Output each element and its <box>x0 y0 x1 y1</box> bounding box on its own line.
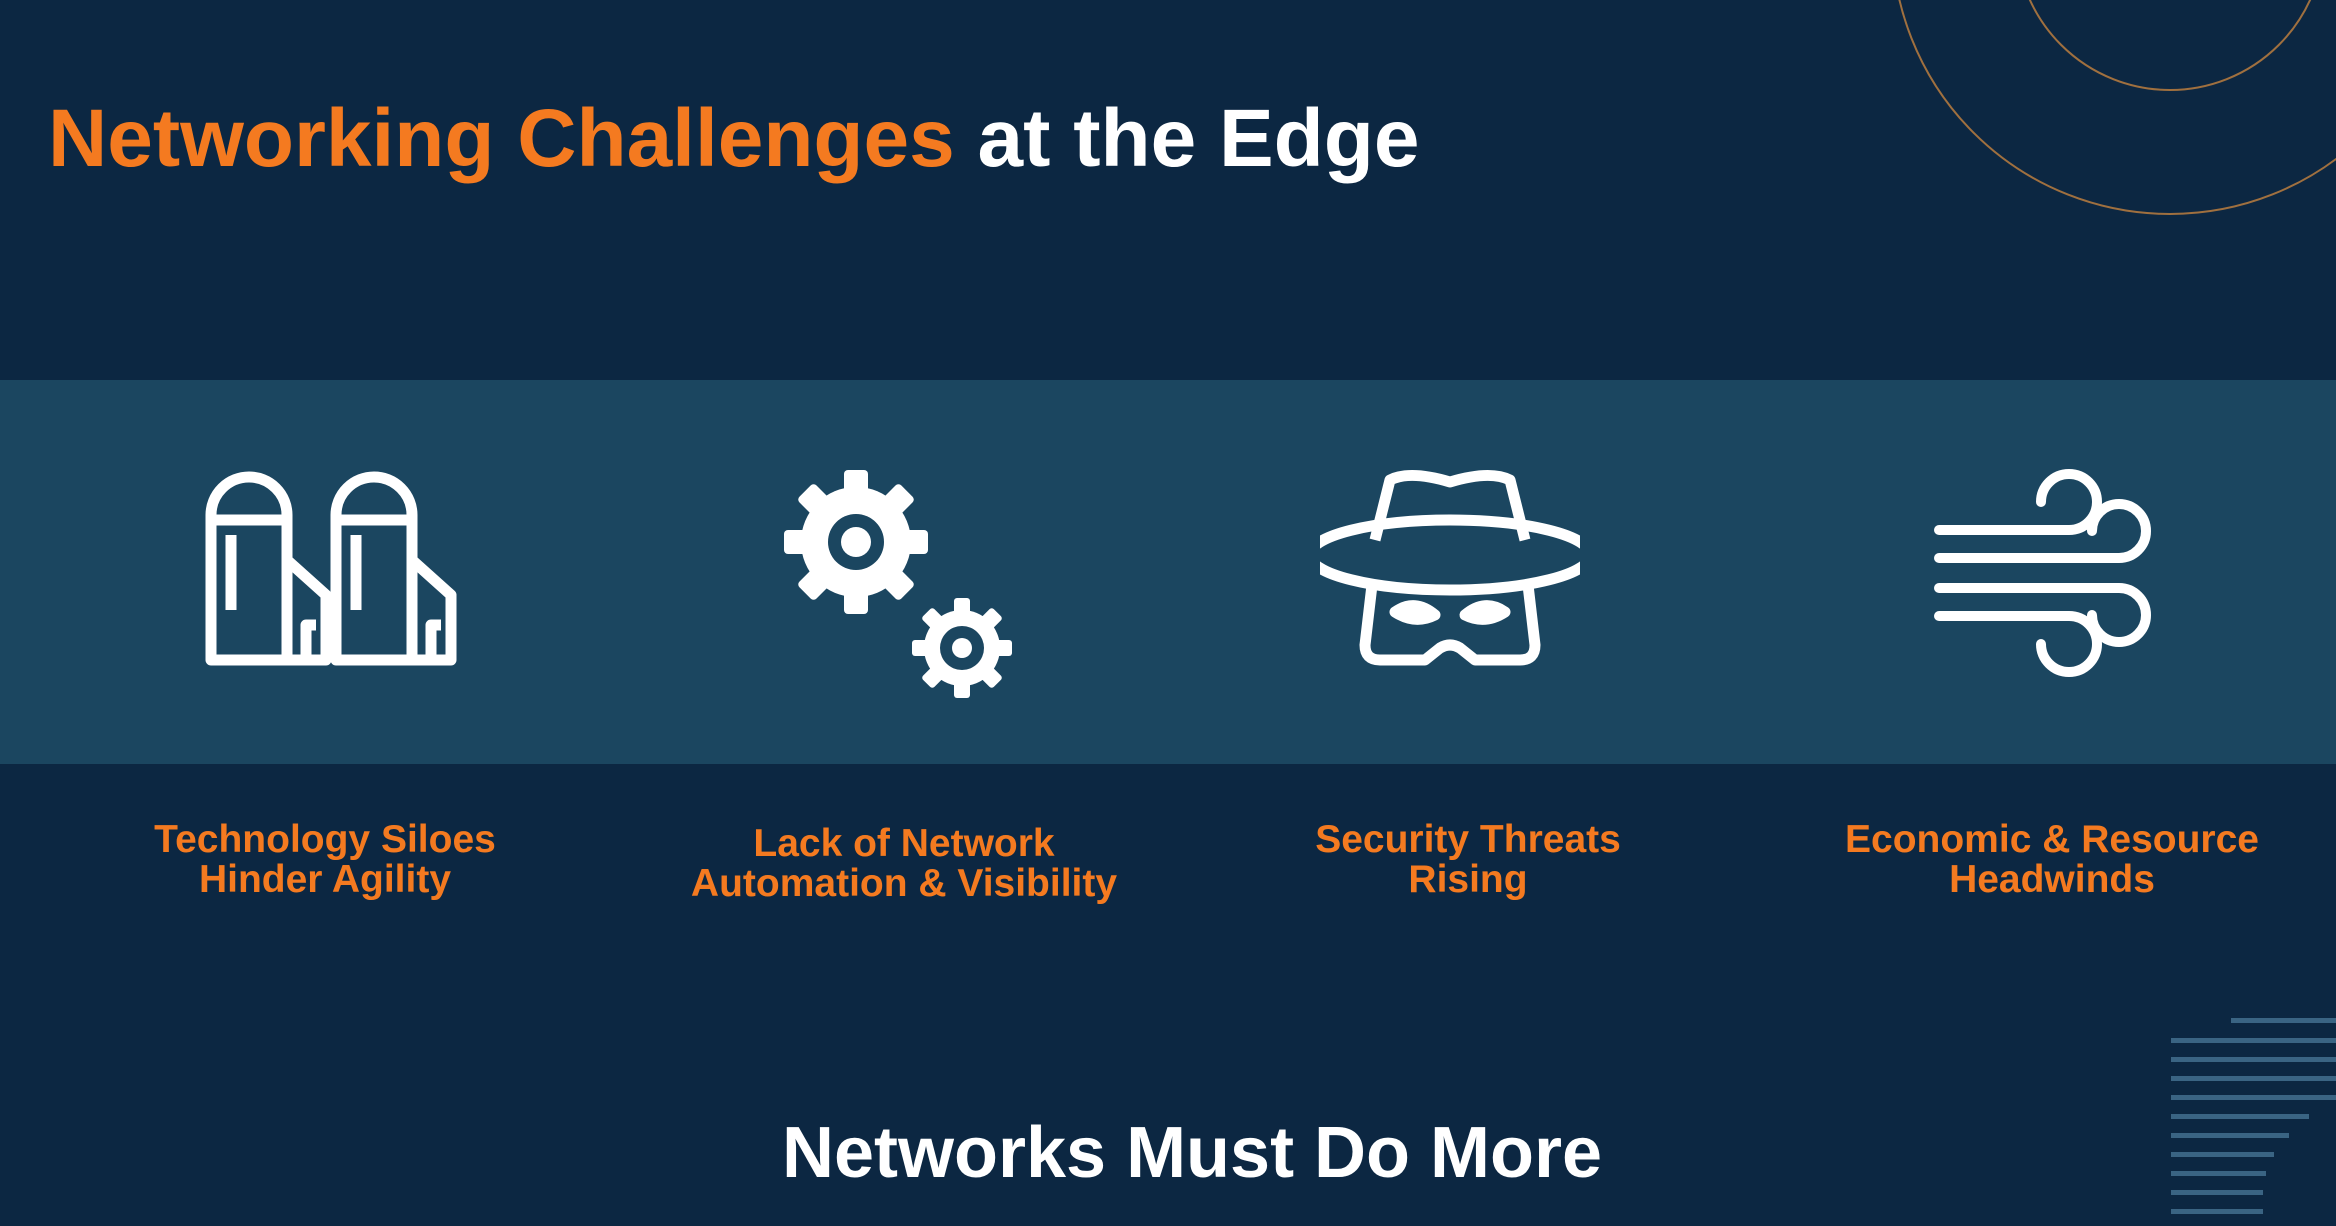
silos-icon <box>205 471 457 666</box>
title-rest: at the Edge <box>954 93 1420 184</box>
decorative-stripes <box>2171 1018 2336 1214</box>
page-title: Networking Challenges at the Edge <box>48 92 1419 186</box>
wind-icon <box>1934 469 2151 677</box>
spy-icon <box>1320 470 1580 666</box>
label-line: Lack of Network <box>753 822 1055 865</box>
label-line: Economic & Resource <box>1845 818 2259 861</box>
label-line: Headwinds <box>1949 858 2155 901</box>
label-line: Automation & Visibility <box>690 862 1118 905</box>
title-highlight: Networking Challenges <box>48 93 955 184</box>
label-line: Security Threats <box>1315 818 1621 861</box>
label-line: Technology Siloes <box>154 818 496 861</box>
tagline: Networks Must Do More <box>781 1113 1603 1193</box>
decorative-circles <box>1898 0 2336 215</box>
icon-band <box>0 380 2336 764</box>
label-line: Rising <box>1408 858 1528 901</box>
gears-icon <box>784 470 1012 698</box>
label-line: Hinder Agility <box>198 858 452 901</box>
